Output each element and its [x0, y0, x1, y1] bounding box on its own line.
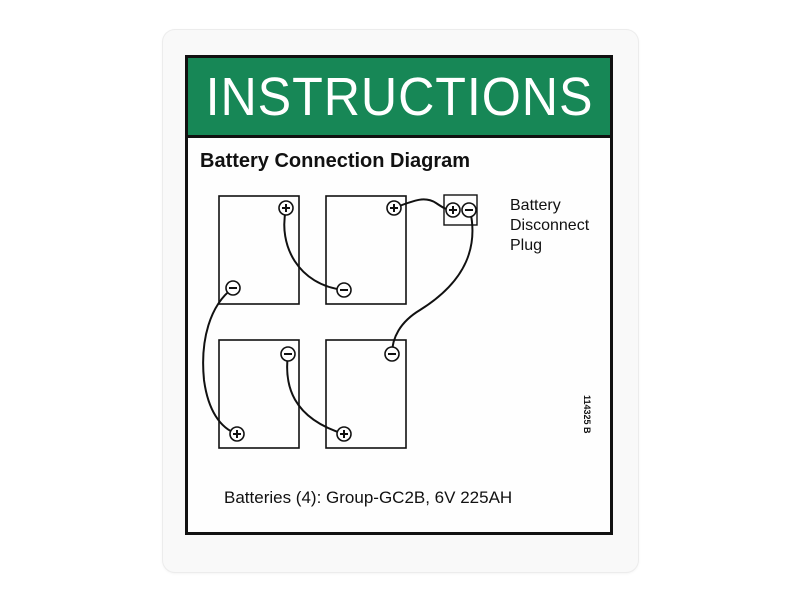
plus-terminal-icon — [278, 200, 294, 216]
wire-tl-minus-to-bl-plus — [202, 287, 238, 435]
plus-terminal-icon — [386, 200, 402, 216]
wire-bl-minus-to-br-plus — [286, 353, 345, 435]
minus-terminal-icon — [336, 282, 352, 298]
label-frame: INSTRUCTIONS Battery Connection Diagram … — [185, 55, 613, 535]
battery-bottom-right — [325, 339, 407, 449]
instructions-banner: INSTRUCTIONS — [188, 58, 610, 138]
plus-terminal-icon — [229, 426, 245, 442]
banner-title: INSTRUCTIONS — [205, 66, 593, 127]
wire-plug-minus-to-br-minus — [391, 209, 474, 355]
battery-bottom-left — [218, 339, 300, 449]
plug-label-line-1: Battery — [510, 197, 561, 214]
battery-spec: Batteries (4): Group-GC2B, 6V 225AH — [224, 488, 513, 507]
minus-terminal-icon — [384, 346, 400, 362]
wire-tl-plus-to-tr-minus — [283, 208, 345, 291]
minus-terminal-icon — [280, 346, 296, 362]
disconnect-plug-label: Battery Disconnect Plug — [510, 196, 589, 256]
plus-terminal-icon — [336, 426, 352, 442]
battery-top-left — [218, 195, 300, 305]
plus-terminal-icon — [445, 202, 461, 218]
plug-label-line-3: Plug — [510, 237, 543, 254]
diagram-title: Battery Connection Diagram — [200, 150, 471, 172]
minus-terminal-icon — [461, 202, 477, 218]
minus-terminal-icon — [225, 280, 241, 296]
plug-label-line-2: Disconnect — [510, 217, 590, 234]
disconnect-plug — [443, 194, 478, 226]
battery-top-right — [325, 195, 407, 305]
